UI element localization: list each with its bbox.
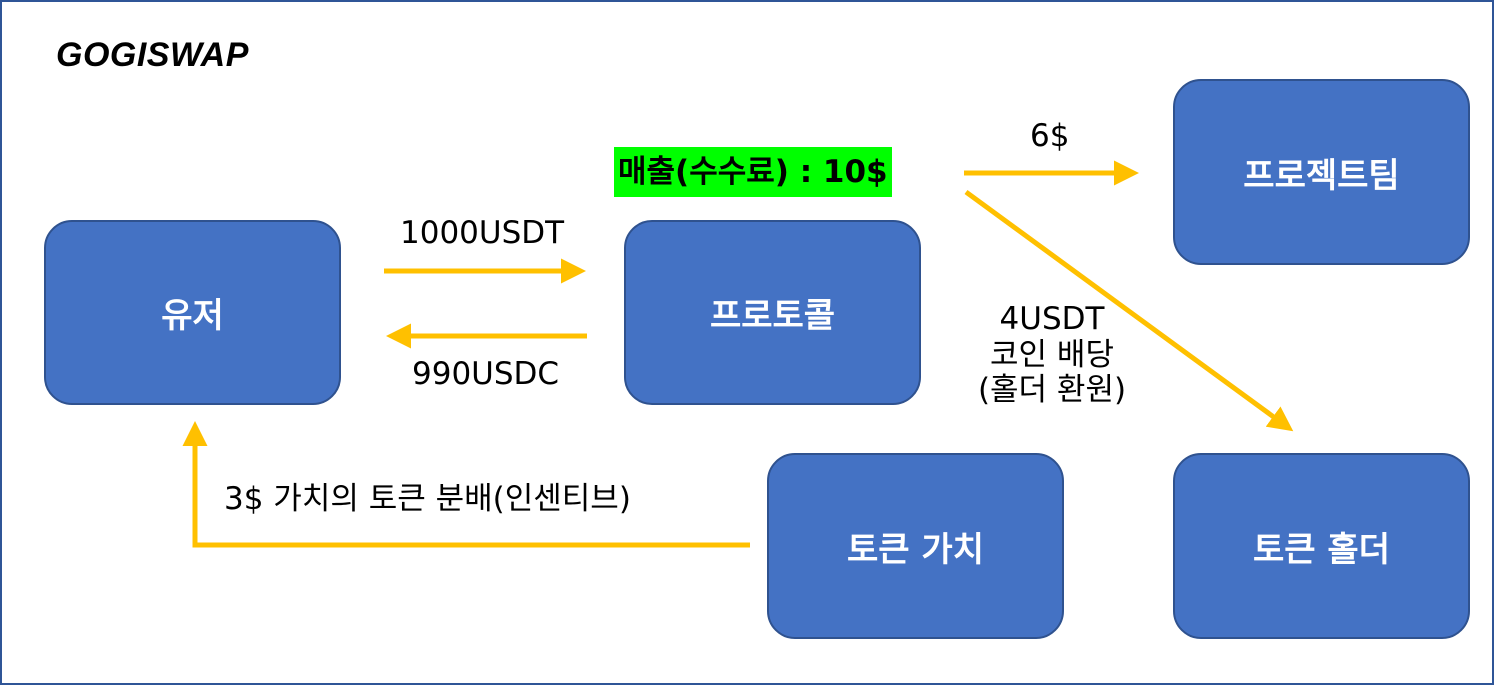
node-token-value: 토큰 가치 [767,453,1064,639]
node-token-holder-label: 토큰 홀더 [1253,529,1390,570]
node-user: 유저 [44,220,341,405]
dividend-line-3: (홀더 환원) [977,372,1127,409]
revenue-label: 매출(수수료) : 10$ [614,147,892,197]
arrow-incentive [182,421,750,548]
node-project-team-label: 프로젝트팀 [1243,155,1400,196]
edge-label-dividend: 4USDT 코인 배당 (홀더 환원) [947,301,1157,409]
edge-label-to-team: 6$ [1030,118,1070,154]
node-user-label: 유저 [161,296,224,336]
node-token-value-label: 토큰 가치 [847,529,984,570]
node-protocol-label: 프로토콜 [709,296,836,336]
diagram-title: GOGISWAP [56,36,249,74]
edge-label-incentive: 3$ 가치의 토큰 분배(인센티브) [224,481,631,517]
edge-label-deposit: 1000USDT [400,215,565,251]
edge-label-withdraw: 990USDC [412,356,560,392]
node-token-holder: 토큰 홀더 [1173,453,1470,639]
node-project-team: 프로젝트팀 [1173,79,1470,265]
node-protocol: 프로토콜 [624,220,921,405]
dividend-line-1: 4USDT [999,301,1105,337]
arrow-dividend [964,189,1294,432]
dividend-line-2: 코인 배당 [990,336,1114,373]
